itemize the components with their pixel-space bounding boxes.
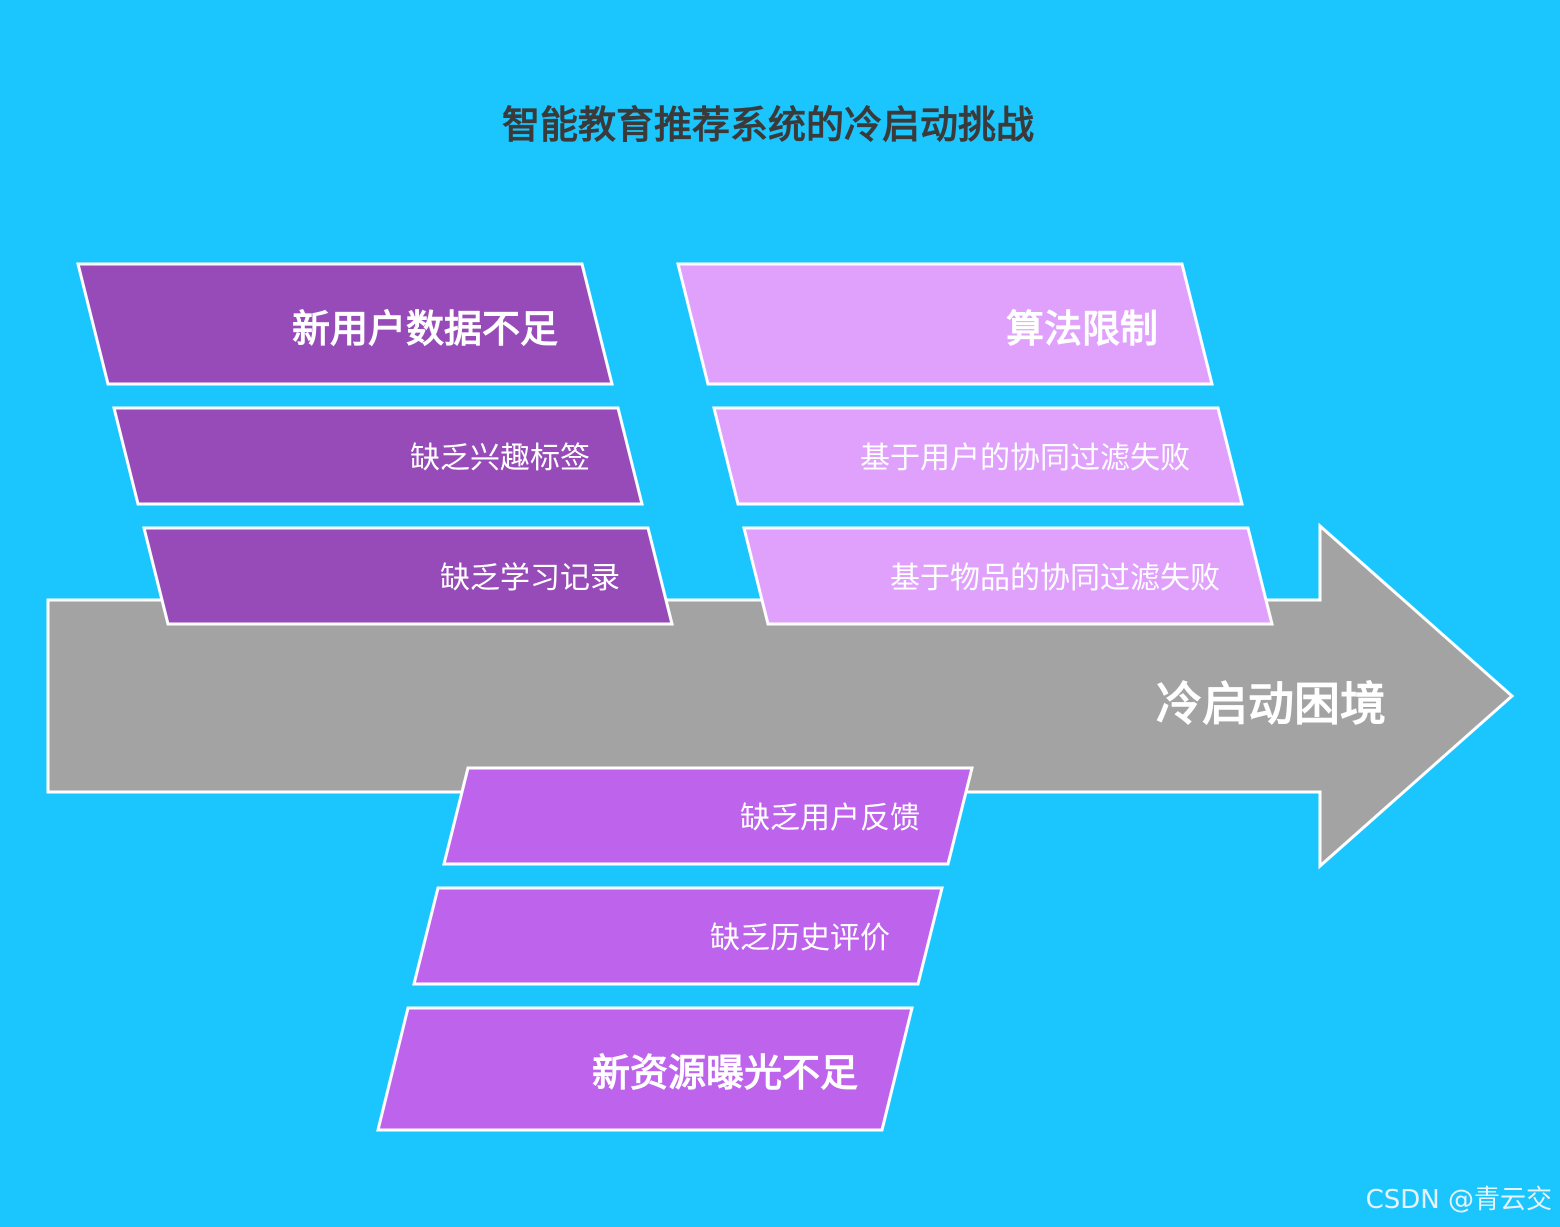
new-user-cause-label: 缺乏兴趣标签 [410, 441, 590, 476]
new-resource-cause-box [412, 886, 944, 986]
new-user-cause-label: 缺乏学习记录 [440, 561, 620, 596]
algorithm-group-title: 算法限制 [1006, 307, 1158, 351]
algorithm-cause-label: 基于用户的协同过滤失败 [860, 441, 1190, 476]
new-user-group-box [76, 262, 614, 386]
new-user-cause-box [142, 526, 674, 626]
algorithm-group-box [676, 262, 1214, 386]
new-user-group-title: 新用户数据不足 [292, 307, 558, 351]
algorithm-cause-label: 基于物品的协同过滤失败 [890, 561, 1220, 596]
new-resource-group-box [376, 1006, 914, 1132]
algorithm-cause-box [712, 406, 1244, 506]
watermark: CSDN @青云交 [1366, 1185, 1552, 1215]
algorithm-cause-box [742, 526, 1274, 626]
diagram-title: 智能教育推荐系统的冷启动挑战 [502, 103, 1034, 147]
new-resource-group-title: 新资源曝光不足 [592, 1051, 858, 1095]
new-user-cause-box [112, 406, 644, 506]
spine-label: 冷启动困境 [1156, 677, 1386, 731]
new-resource-cause-label: 缺乏历史评价 [710, 921, 890, 956]
new-resource-cause-box [442, 766, 974, 866]
new-resource-cause-label: 缺乏用户反馈 [740, 801, 920, 836]
